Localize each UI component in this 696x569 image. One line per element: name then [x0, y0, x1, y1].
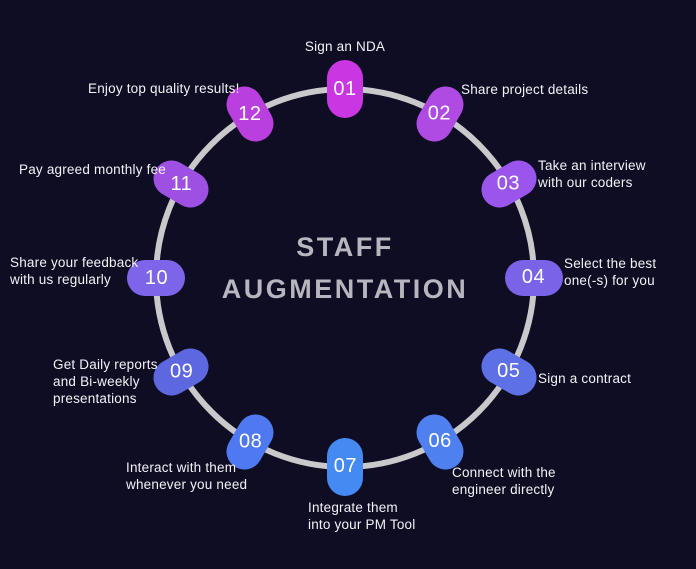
step-number: 02 — [428, 102, 452, 125]
step-label-05: Sign a contract — [538, 370, 631, 387]
step-label-line: engineer directly — [452, 482, 555, 497]
title-line-1: STAFF — [296, 232, 394, 262]
step-label-line: presentations — [53, 391, 137, 406]
step-label-line: Integrate them — [308, 500, 398, 515]
step-label-line: Enjoy top quality results! — [88, 81, 240, 96]
step-pill-07: 07 — [327, 438, 363, 496]
step-label-line: Interact with them — [126, 460, 237, 475]
step-label-07: Integrate them into your PM Tool — [308, 499, 415, 533]
step-number: 04 — [522, 266, 546, 289]
step-label-06: Connect with the engineer directly — [452, 464, 556, 498]
step-label-line: Take an interview — [538, 158, 646, 173]
step-label-line: Connect with the — [452, 465, 556, 480]
title-line-2: AUGMENTATION — [221, 274, 469, 304]
step-number: 03 — [497, 172, 521, 195]
step-number: 05 — [497, 360, 521, 383]
step-label-line: Sign a contract — [538, 371, 632, 386]
step-label-02: Share project details — [461, 81, 588, 98]
step-label-12: Enjoy top quality results! — [88, 80, 240, 97]
step-label-line: Share your feedback — [10, 255, 139, 270]
step-label-10: Share your feedback with us regularly — [10, 254, 138, 288]
step-number: 11 — [170, 172, 192, 195]
diagram-title: STAFF AUGMENTATION — [222, 226, 468, 310]
step-label-line: and Bi-weekly — [53, 374, 140, 389]
step-label-line: with us regularly — [10, 272, 111, 287]
step-label-04: Select the best one(-s) for you — [564, 255, 656, 289]
step-number: 10 — [144, 266, 168, 289]
step-pill-04: 04 — [505, 260, 563, 296]
step-number: 08 — [238, 430, 262, 453]
step-label-line: whenever you need — [126, 477, 248, 492]
step-label-11: Pay agreed monthly fee — [19, 161, 166, 178]
step-number: 01 — [333, 77, 357, 100]
step-label-line: into your PM Tool — [308, 517, 416, 532]
step-number: 06 — [428, 430, 452, 453]
step-label-line: Share project details — [461, 82, 589, 97]
step-label-line: one(-s) for you — [564, 273, 655, 288]
step-label-line: Sign an NDA — [304, 39, 386, 54]
step-label-line: Select the best — [564, 256, 657, 271]
step-pill-01: 01 — [327, 60, 363, 118]
step-number: 09 — [169, 360, 193, 383]
step-label-03: Take an interview with our coders — [538, 157, 646, 191]
step-label-01: Sign an NDA — [305, 38, 385, 55]
step-label-09: Get Daily reports and Bi-weekly presenta… — [53, 356, 158, 407]
step-number: 07 — [333, 455, 357, 478]
step-label-line: with our coders — [538, 175, 633, 190]
step-label-line: Get Daily reports — [53, 357, 158, 372]
step-label-line: Pay agreed monthly fee — [19, 162, 166, 177]
step-number: 12 — [238, 102, 262, 125]
step-label-08: Interact with them whenever you need — [126, 459, 247, 493]
